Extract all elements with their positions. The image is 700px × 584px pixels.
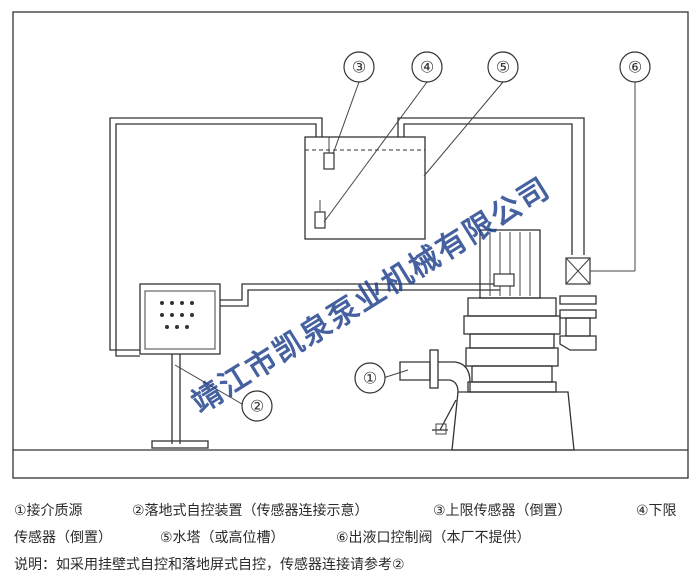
- control-box: [139, 283, 221, 449]
- legend-item-1: ①接介质源: [14, 503, 83, 519]
- svg-text:③: ③: [352, 58, 366, 77]
- sensor-cable: [109, 117, 323, 357]
- motor-cable: [220, 283, 500, 307]
- legend-item-2: ②落地式自控装置（传感器连接示意）: [132, 503, 369, 519]
- svg-text:①: ①: [363, 369, 377, 388]
- callout-6: ⑥: [619, 51, 651, 83]
- legend-item-6: ⑥出液口控制阀（本厂不提供）: [336, 530, 531, 546]
- legend-item-4-part2: 传感器（倒置）: [14, 530, 112, 546]
- callout-4: ④: [411, 51, 443, 83]
- callout-5: ⑤: [487, 51, 519, 83]
- svg-text:②: ②: [250, 397, 264, 416]
- pump-installation-diagram: ③ ④ ⑤ ⑥ ① ② 靖江市凯泉泵业机械有限公司: [12, 11, 689, 479]
- inlet-pipe: [399, 349, 471, 435]
- svg-text:④: ④: [420, 58, 434, 77]
- legend-item-5: ⑤水塔（或高位槽）: [160, 530, 285, 546]
- svg-text:⑤: ⑤: [496, 58, 510, 77]
- outlet-valve: [559, 257, 597, 351]
- diagram-frame: [12, 11, 689, 479]
- callout-3: ③: [343, 51, 375, 83]
- legend: ①接介质源 ②落地式自控装置（传感器连接示意） ③上限传感器（倒置） ④下限 传…: [0, 496, 700, 584]
- vertical-pump: [451, 229, 575, 451]
- callout-1: ①: [354, 362, 386, 394]
- water-tower: [304, 136, 426, 240]
- callout-2: ②: [241, 390, 273, 422]
- upper-sensor: [323, 137, 335, 170]
- legend-item-3: ③上限传感器（倒置）: [433, 503, 572, 519]
- leader-lines: [174, 81, 636, 405]
- outlet-pipe: [397, 117, 585, 255]
- lower-sensor: [314, 200, 326, 229]
- svg-text:⑥: ⑥: [628, 58, 642, 77]
- legend-note: 说明：如采用挂壁式自控和落地屏式自控，传感器连接请参考②: [14, 557, 405, 573]
- legend-item-4-part1: ④下限: [636, 503, 677, 519]
